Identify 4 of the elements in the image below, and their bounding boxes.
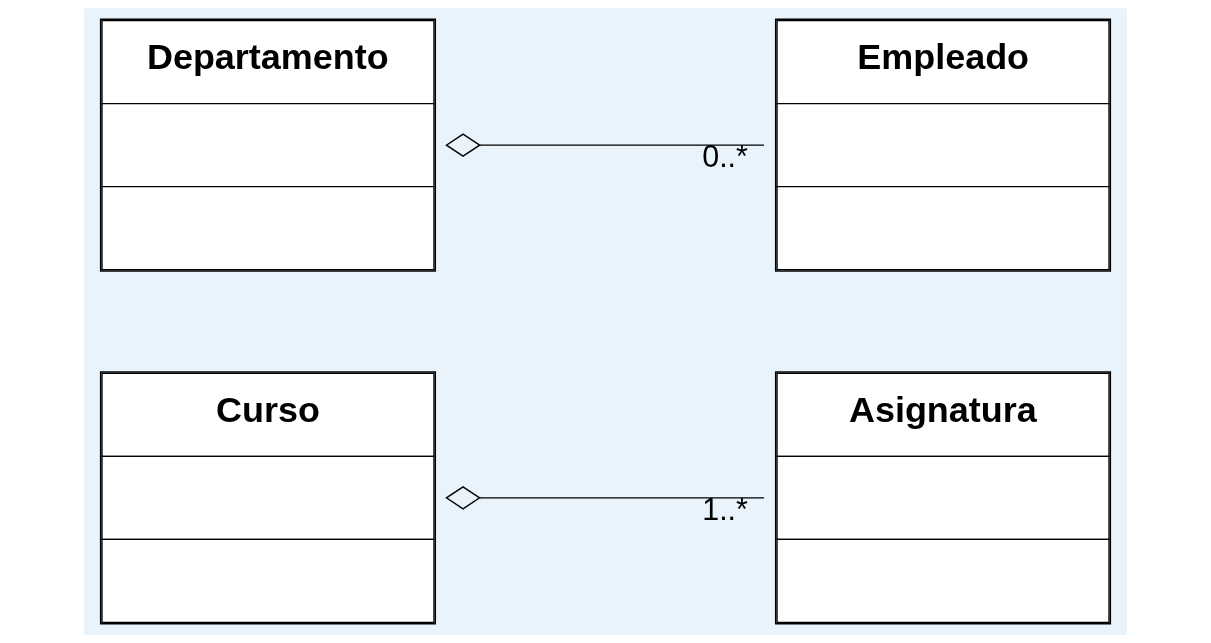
connector [445,485,765,510]
edge-label: 1..* [702,491,748,526]
connector [445,133,765,158]
edge-label: 0..* [702,139,748,174]
